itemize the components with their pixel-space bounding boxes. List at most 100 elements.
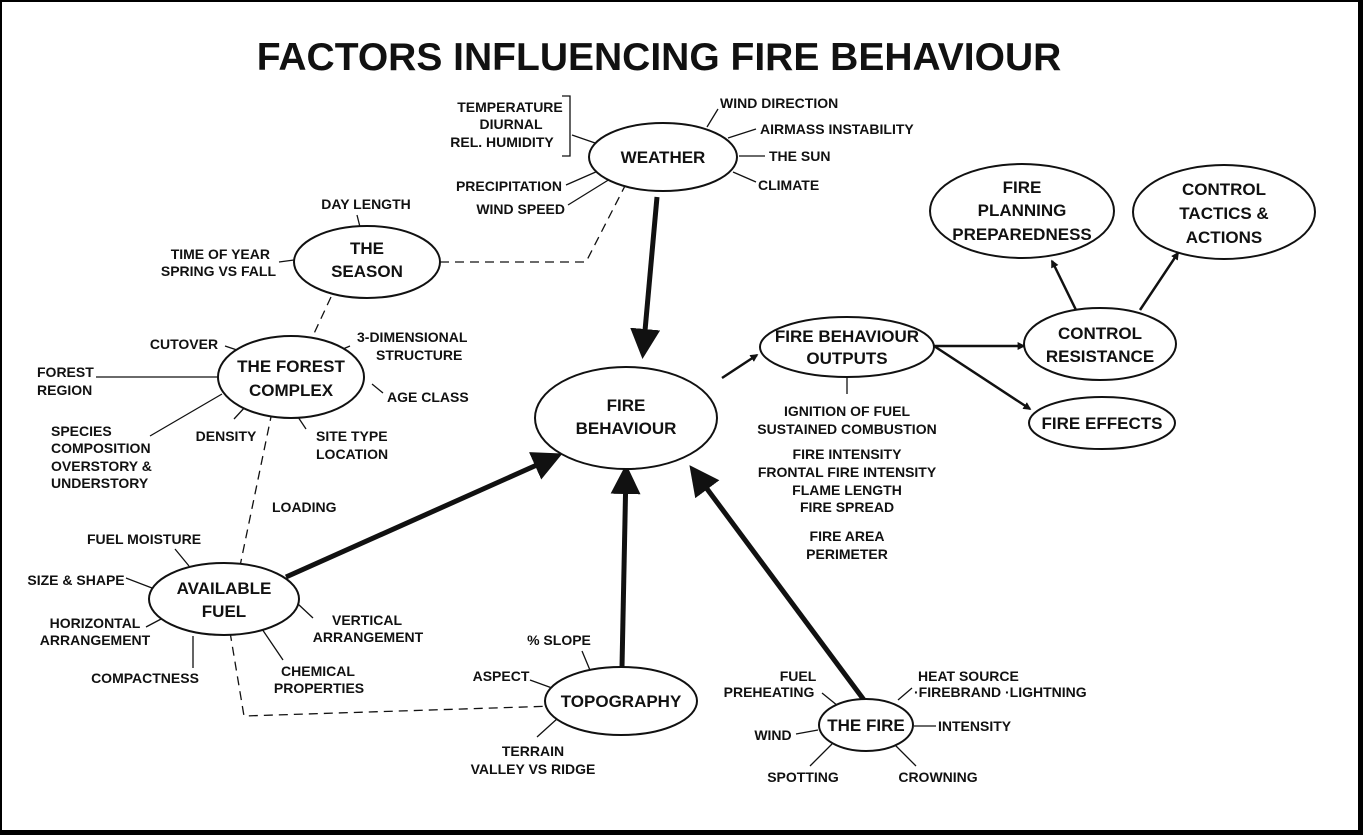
- label-heat-source: HEAT SOURCE: [918, 668, 1019, 684]
- node-forest-label-1: THE FOREST: [237, 357, 345, 376]
- node-planning-label-1: FIRE: [1003, 178, 1042, 197]
- node-fuel-label-2: FUEL: [202, 602, 246, 621]
- node-control-resistance-label-2: RESISTANCE: [1046, 347, 1154, 366]
- label-location: LOCATION: [316, 446, 388, 462]
- label-fire-spread: FIRE SPREAD: [800, 499, 894, 515]
- label-diurnal: DIURNAL: [480, 116, 543, 132]
- outputs-list: IGNITION OF FUEL SUSTAINED COMBUSTION FI…: [757, 403, 937, 562]
- label-spotting: SPOTTING: [767, 769, 839, 785]
- label-crowning: CROWNING: [898, 769, 977, 785]
- label-climate: CLIMATE: [758, 177, 819, 193]
- node-forest-label-2: COMPLEX: [249, 381, 334, 400]
- label-valley-vs-ridge: VALLEY VS RIDGE: [471, 761, 596, 777]
- label-time-of-year: TIME OF YEAR: [171, 246, 270, 262]
- weather-factors: TEMPERATURE DIURNAL REL. HUMIDITY WIND D…: [450, 95, 914, 217]
- node-fire-behaviour: FIRE BEHAVIOUR: [534, 366, 718, 470]
- node-planning-label-3: PREPAREDNESS: [952, 225, 1092, 244]
- node-control-resistance: CONTROL RESISTANCE: [1023, 307, 1177, 381]
- label-spring-vs-fall: SPRING VS FALL: [161, 263, 277, 279]
- label-loading: LOADING: [272, 499, 337, 515]
- node-weather: WEATHER: [588, 122, 738, 192]
- node-season: THE SEASON: [293, 225, 441, 299]
- fuel-factors: LOADING FUEL MOISTURE SIZE & SHAPE HORIZ…: [27, 499, 423, 696]
- node-fire-behaviour-outputs: FIRE BEHAVIOUR OUTPUTS: [759, 316, 935, 378]
- label-composition: COMPOSITION: [51, 440, 151, 456]
- node-tactics-label-1: CONTROL: [1182, 180, 1266, 199]
- label-preheating: PREHEATING: [724, 684, 815, 700]
- label-fuel-moisture: FUEL MOISTURE: [87, 531, 201, 547]
- output-arrows: [721, 251, 1180, 411]
- node-forest-complex: THE FOREST COMPLEX: [217, 335, 365, 419]
- node-the-fire: THE FIRE: [818, 698, 914, 752]
- label-wind-direction: WIND DIRECTION: [720, 95, 838, 111]
- node-season-label-2: SEASON: [331, 262, 403, 281]
- label-sustained-combustion: SUSTAINED COMBUSTION: [757, 421, 936, 437]
- label-intensity: INTENSITY: [938, 718, 1012, 734]
- influence-arrows: [284, 196, 867, 702]
- node-fire-effects: FIRE EFFECTS: [1028, 396, 1176, 450]
- label-species: SPECIES: [51, 423, 112, 439]
- node-outputs-label-1: FIRE BEHAVIOUR: [775, 327, 919, 346]
- node-fire-behaviour-label-2: BEHAVIOUR: [576, 419, 677, 438]
- node-control-resistance-label-1: CONTROL: [1058, 324, 1142, 343]
- label-rel-humidity: REL. HUMIDITY: [450, 134, 554, 150]
- label-3-dimensional: 3-DIMENSIONAL: [357, 329, 468, 345]
- label-horizontal: HORIZONTAL: [50, 615, 141, 631]
- label-structure: STRUCTURE: [376, 347, 462, 363]
- label-airmass-instability: AIRMASS INSTABILITY: [760, 121, 914, 137]
- label-firebrand-lightning: ·FIREBRAND ·LIGHTNING: [914, 684, 1087, 700]
- label-size-shape: SIZE & SHAPE: [27, 572, 124, 588]
- node-topography: TOPOGRAPHY: [544, 666, 698, 736]
- label-perimeter: PERIMETER: [806, 546, 888, 562]
- node-available-fuel: AVAILABLE FUEL: [148, 562, 300, 636]
- node-fire-effects-label: FIRE EFFECTS: [1042, 414, 1163, 433]
- label-chemical: CHEMICAL: [281, 663, 355, 679]
- label-properties: PROPERTIES: [274, 680, 364, 696]
- label-age-class: AGE CLASS: [387, 389, 469, 405]
- label-cutover: CUTOVER: [150, 336, 218, 352]
- label-vertical-arrangement: ARRANGEMENT: [313, 629, 424, 645]
- node-season-label-1: THE: [350, 239, 384, 258]
- label-temperature: TEMPERATURE: [457, 99, 563, 115]
- label-wind-speed: WIND SPEED: [476, 201, 565, 217]
- label-ignition-of-fuel: IGNITION OF FUEL: [784, 403, 910, 419]
- fire-factors: FUEL PREHEATING HEAT SOURCE ·FIREBRAND ·…: [724, 668, 1087, 785]
- label-forest: FOREST: [37, 364, 94, 380]
- node-topography-label: TOPOGRAPHY: [561, 692, 682, 711]
- season-factors: DAY LENGTH TIME OF YEAR SPRING VS FALL: [161, 196, 411, 279]
- label-fuel: FUEL: [780, 668, 817, 684]
- diagram-title: FACTORS INFLUENCING FIRE BEHAVIOUR: [257, 36, 1062, 79]
- forest-factors: CUTOVER 3-DIMENSIONAL STRUCTURE FOREST R…: [37, 329, 469, 491]
- node-tactics-label-3: ACTIONS: [1186, 228, 1263, 247]
- node-outputs-label-2: OUTPUTS: [806, 349, 887, 368]
- dashed-relationships: [229, 179, 629, 717]
- node-the-fire-label: THE FIRE: [827, 716, 904, 735]
- label-overstory: OVERSTORY &: [51, 458, 152, 474]
- node-weather-label: WEATHER: [621, 148, 706, 167]
- label-site-type: SITE TYPE: [316, 428, 388, 444]
- node-tactics-label-2: TACTICS &: [1179, 204, 1268, 223]
- label-flame-length: FLAME LENGTH: [792, 482, 902, 498]
- label-terrain: TERRAIN: [502, 743, 564, 759]
- label-understory: UNDERSTORY: [51, 475, 149, 491]
- label-fire-intensity: FIRE INTENSITY: [793, 446, 903, 462]
- label-region: REGION: [37, 382, 92, 398]
- label-wind: WIND: [754, 727, 791, 743]
- label-day-length: DAY LENGTH: [321, 196, 410, 212]
- label-the-sun: THE SUN: [769, 148, 830, 164]
- label-compactness: COMPACTNESS: [91, 670, 199, 686]
- node-control-tactics: CONTROL TACTICS & ACTIONS: [1132, 164, 1316, 260]
- label-frontal-fire-intensity: FRONTAL FIRE INTENSITY: [758, 464, 937, 480]
- node-fuel-label-1: AVAILABLE: [177, 579, 272, 598]
- topography-factors: % SLOPE ASPECT TERRAIN VALLEY VS RIDGE: [471, 632, 596, 777]
- label-horizontal-arrangement: ARRANGEMENT: [40, 632, 151, 648]
- label-fire-area: FIRE AREA: [810, 528, 885, 544]
- node-planning-label-2: PLANNING: [978, 201, 1067, 220]
- label-density: DENSITY: [196, 428, 257, 444]
- node-fire-planning: FIRE PLANNING PREPAREDNESS: [929, 163, 1115, 259]
- label-precipitation: PRECIPITATION: [456, 178, 562, 194]
- node-fire-behaviour-label-1: FIRE: [607, 396, 646, 415]
- label-slope: % SLOPE: [527, 632, 591, 648]
